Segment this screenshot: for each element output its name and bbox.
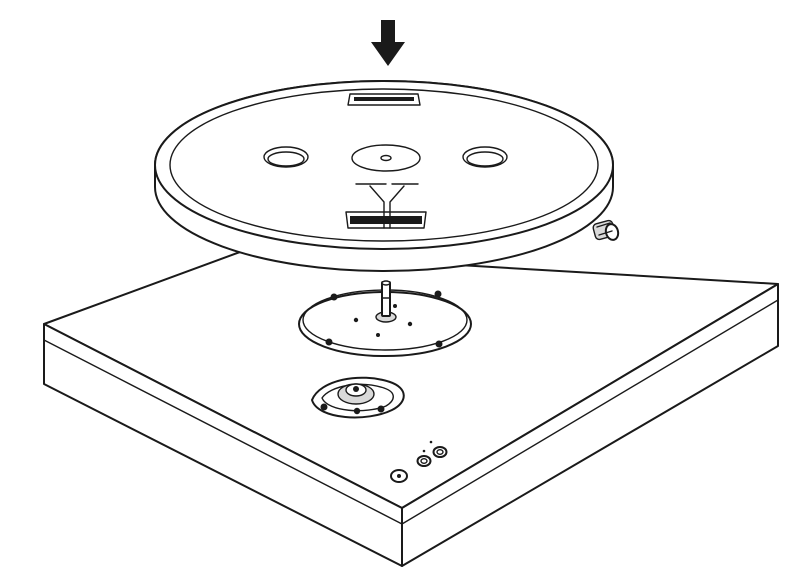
platter-support-y: [355, 183, 419, 229]
tonearm-screw: [353, 407, 361, 415]
power-button: [390, 469, 408, 483]
down-arrow-icon: [371, 20, 405, 66]
platter-inner-rim: [169, 88, 599, 242]
control-panel: [390, 440, 448, 483]
speed-button-45: [429, 440, 448, 458]
speed-button-33: [416, 449, 432, 467]
hub-screw: [435, 340, 443, 348]
sub-platter: [298, 280, 472, 357]
hub-screw: [325, 338, 333, 346]
plinth-right-face: [401, 283, 779, 567]
platter-finger-hole-right: [462, 146, 508, 168]
plinth: [43, 251, 779, 567]
tonearm-screw: [377, 405, 385, 413]
tonearm-screw: [320, 403, 328, 411]
plinth-lip-right: [401, 299, 779, 525]
platter: [154, 80, 614, 272]
platter-center-boss: [351, 144, 421, 172]
hub-screw: [434, 290, 442, 298]
plinth-lip-left: [43, 339, 403, 525]
spindle: [375, 280, 397, 323]
side-knob: [592, 219, 620, 241]
platter-finger-hole-left: [263, 146, 309, 168]
hub-screw: [330, 293, 338, 301]
tonearm-base: [311, 376, 405, 419]
